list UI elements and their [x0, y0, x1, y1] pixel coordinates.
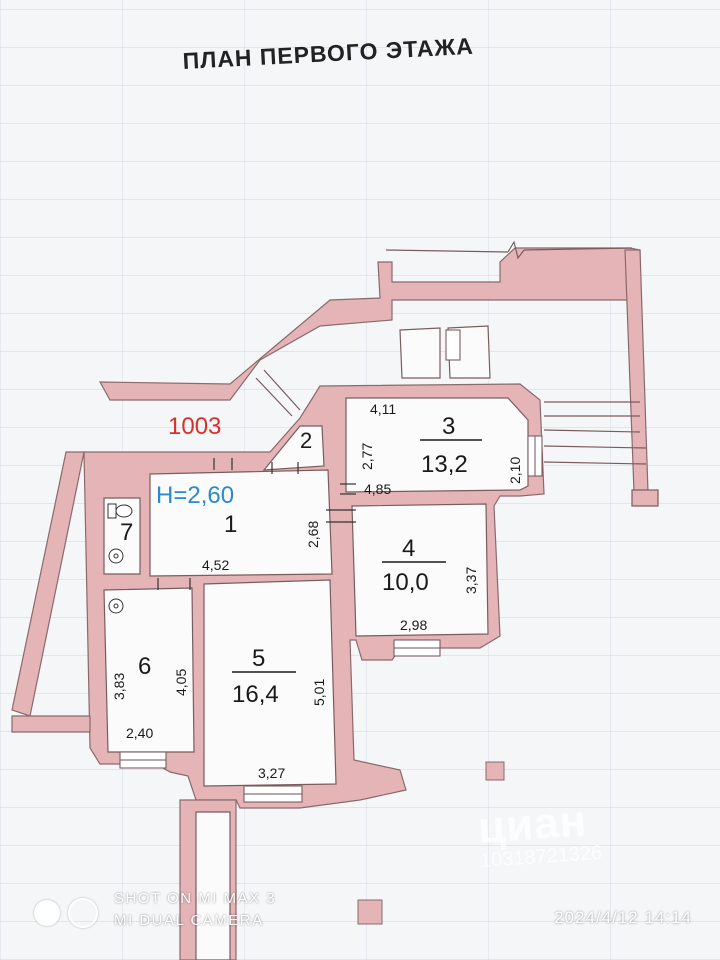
apartment-number: 1003: [168, 413, 221, 440]
dim-r6-left: 3,83: [111, 673, 127, 700]
camera-line-1: SHOT ON MI MAX 3: [114, 890, 277, 907]
room-5-area: 16,4: [232, 681, 279, 708]
dim-r5-right: 5,01: [311, 679, 327, 706]
photo-timestamp: 2024/4/12 14:14: [554, 908, 692, 927]
camera-ring-icon: [68, 898, 98, 928]
room-3-area: 13,2: [421, 451, 468, 478]
room-4-number: 4: [402, 535, 415, 562]
dim-r5-bottom: 3,27: [258, 765, 285, 781]
room-6: [103, 587, 195, 753]
windows: [119, 329, 543, 803]
area-lines: [232, 439, 482, 673]
toilet-icon: [107, 503, 133, 519]
room-1: [149, 469, 333, 577]
dim-r4-right: 3,37: [463, 567, 479, 594]
dim-r3-right: 2,10: [507, 457, 523, 484]
room-2: [262, 425, 325, 471]
room-3: [345, 397, 529, 493]
room-5: [203, 579, 337, 787]
room-1-number: 1: [224, 511, 237, 538]
room-6-number: 6: [138, 653, 151, 680]
room-4: [351, 503, 489, 637]
room-2-number: 2: [300, 428, 312, 453]
room-5-number: 5: [252, 645, 265, 672]
dim-r1-bottom: 4,52: [202, 557, 229, 573]
stairs: [255, 240, 659, 507]
rooms: [103, 325, 529, 960]
sink-icon: [108, 548, 124, 614]
dimensions: 4,11 2,77 4,85 2,10 2,68 4,52 3,37 2,98 …: [111, 401, 523, 781]
room-7-number: 7: [120, 519, 133, 546]
camera-dot-icon: [34, 900, 60, 926]
dim-r1-right: 2,68: [305, 521, 321, 548]
dim-r6-bottom: 2,40: [126, 725, 153, 741]
columns: [357, 761, 505, 925]
dim-r3-left: 2,77: [359, 443, 375, 470]
dim-r4-bottom: 2,98: [400, 617, 427, 633]
room-3-number: 3: [442, 413, 455, 440]
dim-r3-top: 4,11: [370, 401, 396, 417]
room-4-area: 10,0: [382, 569, 429, 596]
ceiling-height: H=2,60: [156, 482, 234, 509]
dim-r6-right: 4,05: [173, 669, 189, 696]
camera-line-2: MI DUAL CAMERA: [114, 912, 264, 929]
door-marks: [157, 458, 356, 590]
dim-r3-bottom: 4,85: [364, 481, 391, 497]
